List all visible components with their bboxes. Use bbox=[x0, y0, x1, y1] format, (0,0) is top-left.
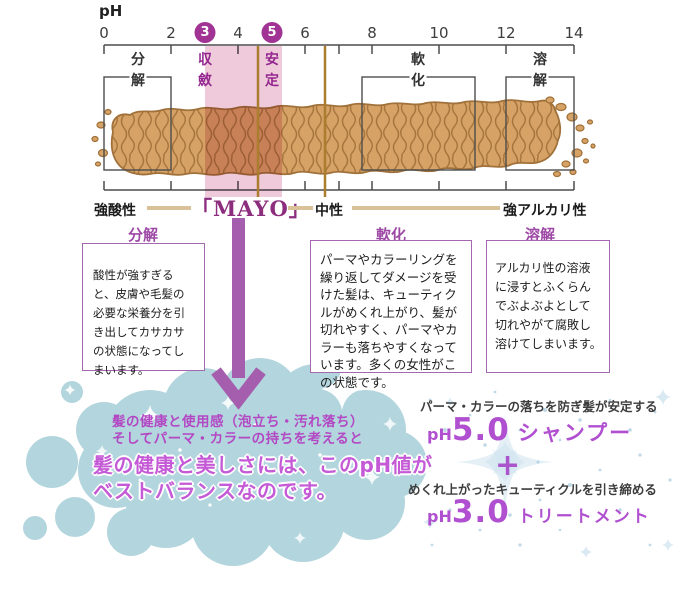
stability-highlight-band bbox=[205, 46, 282, 197]
tick-label-5-circled: 5 bbox=[261, 22, 283, 43]
cloud-sparkles bbox=[64, 368, 397, 544]
treatment-name: トリートメント bbox=[517, 507, 651, 527]
cloud-shape bbox=[23, 358, 427, 566]
treatment-ph-prefix: pH bbox=[427, 507, 452, 526]
label-neutral: 中性 bbox=[315, 203, 343, 219]
tick-label-12: 12 bbox=[496, 24, 516, 42]
tick-label-10: 10 bbox=[429, 24, 449, 42]
shampoo-ph-value: 5.0 bbox=[451, 412, 510, 448]
cloud-headline-1: 髪の健康と美しさには、このpH値が bbox=[93, 453, 433, 477]
infobox-decompose: 酸性が強すぎると、皮膚や毛髪の必要な栄養分を引き出してカサカサの状態になってしま… bbox=[82, 243, 205, 377]
tan-divider bbox=[352, 206, 500, 210]
infobox-soften: パーマやカラーリングを繰り返してダメージを受けた髪は、キューティクルがめくれ上が… bbox=[310, 240, 472, 390]
shampoo-ph-prefix: pH bbox=[427, 425, 452, 444]
zone-label-soften: 軟化 bbox=[409, 50, 427, 92]
tick-label-8: 8 bbox=[367, 24, 377, 42]
cloud-headline-2: ベストバランスなのです。 bbox=[93, 479, 337, 503]
tick-label-6: 6 bbox=[300, 24, 310, 42]
plus-icon: + bbox=[495, 448, 521, 483]
tan-divider bbox=[288, 206, 313, 210]
infobox-dissolve: アルカリ性の溶液に浸すとふくらんでぶよぶよとして切れやがて腐敗し溶けてしまいます… bbox=[486, 240, 610, 373]
tan-divider bbox=[147, 206, 191, 210]
tick-label-2: 2 bbox=[166, 24, 176, 42]
tick-label-4: 4 bbox=[233, 24, 243, 42]
infobox-header-dissolve: 溶解 bbox=[524, 226, 556, 244]
cloud-line-1: 髪の健康と使用感（泡立ち・汚れ落ち） bbox=[112, 414, 364, 430]
tick-label-14: 14 bbox=[564, 24, 584, 42]
treatment-caption: めくれ上がったキューティクルを引き締める bbox=[408, 482, 657, 497]
tick-label-3-circled: 3 bbox=[194, 22, 216, 43]
infobox-header-decompose: 分解 bbox=[127, 226, 159, 244]
ph-axis-title: pH bbox=[99, 2, 123, 20]
zone-label-astringe: 収斂 bbox=[198, 52, 212, 89]
shampoo-caption: パーマ・カラーの落ちを防ぎ髪が安定する bbox=[420, 399, 658, 414]
tick-label-0: 0 bbox=[99, 24, 109, 42]
arrow-down-icon bbox=[211, 218, 266, 410]
treatment-ph-value: 3.0 bbox=[451, 494, 510, 530]
zone-label-dissolve: 溶解 bbox=[531, 50, 549, 92]
zone-label-decompose: 分解 bbox=[129, 50, 147, 92]
gold-marker-lines bbox=[256, 46, 327, 197]
shampoo-name: シャンプー bbox=[517, 421, 633, 445]
hair-strand-illustration bbox=[91, 96, 596, 178]
sparkle-field bbox=[423, 389, 674, 558]
label-strong-alkali: 強アルカリ性 bbox=[503, 203, 587, 219]
zone-label-stable: 安定 bbox=[265, 52, 279, 89]
label-strong-acid: 強酸性 bbox=[94, 203, 136, 219]
infobox-header-soften: 軟化 bbox=[375, 226, 407, 244]
cloud-line-2: そしてパーマ・カラーの持ちを考えると bbox=[112, 431, 364, 447]
